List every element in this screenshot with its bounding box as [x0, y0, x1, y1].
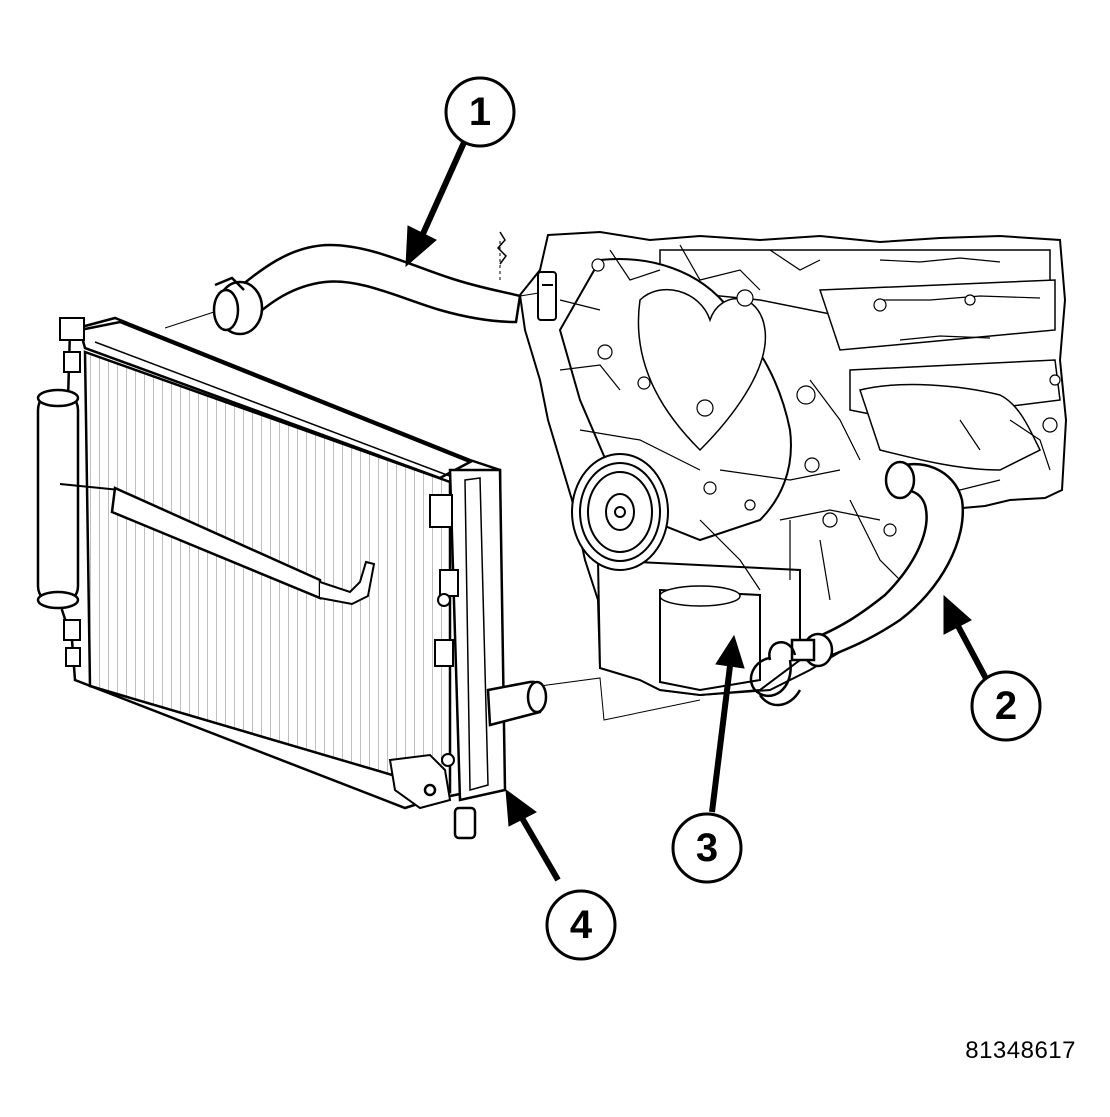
callout-leaders [419, 136, 993, 882]
callout-label-3: 3 [696, 826, 718, 870]
callout-label-1: 1 [469, 90, 491, 134]
upper-radiator-hose [212, 243, 522, 336]
lower-radiator-hose [790, 460, 965, 668]
callout-circle-2 [970, 670, 1042, 742]
callout-circle-4 [545, 889, 617, 961]
callout-label-2: 2 [995, 684, 1017, 728]
callout-group: 1 2 3 4 [405, 76, 1042, 961]
hose-clamp [749, 641, 802, 707]
callout-arrowheads [405, 225, 972, 827]
upper-outlet-fitting [537, 271, 557, 321]
figure-id: 81348617 [965, 1037, 1076, 1064]
callout-label-4: 4 [570, 903, 593, 947]
radiator-left-brackets [59, 317, 85, 667]
engine-edge-squiggle [496, 231, 507, 265]
callout-circle-1 [444, 76, 516, 148]
crankshaft-pulley [571, 453, 669, 571]
radiator-assembly [36, 316, 548, 840]
callout-circle-3 [671, 812, 743, 884]
